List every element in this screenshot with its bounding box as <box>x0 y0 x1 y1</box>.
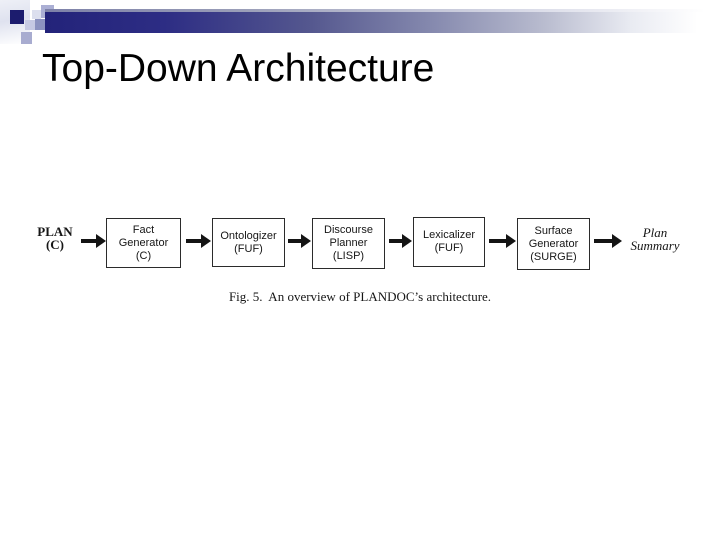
decor-square <box>35 19 46 30</box>
arrow-shaft <box>288 239 301 243</box>
diagram-input-label: PLAN (C) <box>30 225 80 251</box>
header-gradient-bar <box>45 12 711 33</box>
box-label-line: Surface <box>534 224 573 237</box>
arrow-right-icon <box>186 234 211 248</box>
decor-square <box>25 20 35 30</box>
diagram-box-surface-generator: Surface Generator (SURGE) <box>517 218 590 270</box>
diagram-box-lexicalizer: Lexicalizer (FUF) <box>413 217 485 267</box>
figure-caption: Fig. 5. An overview of PLANDOC’s archite… <box>228 289 492 304</box>
arrow-shaft <box>489 239 506 243</box>
arrow-head <box>506 234 516 248</box>
decor-square <box>32 10 41 19</box>
box-label-line: Ontologizer <box>220 229 277 242</box>
arrow-right-icon <box>489 234 516 248</box>
diagram-output-label: Plan Summary <box>622 226 688 252</box>
box-label-line: Lexicalizer <box>423 229 475 241</box>
box-label-line: (FUF) <box>234 242 263 255</box>
input-label-line: PLAN <box>37 224 73 239</box>
box-label-line: Discourse <box>324 224 373 236</box>
output-label-line: Summary <box>630 238 680 253</box>
diagram-box-discourse-planner: Discourse Planner (LISP) <box>312 218 385 269</box>
box-label-line: Fact <box>132 223 155 236</box>
arrow-right-icon <box>389 234 412 248</box>
box-label-line: Planner <box>329 237 368 249</box>
box-label-line: (FUF) <box>434 242 464 254</box>
arrow-shaft <box>81 239 96 243</box>
arrow-shaft <box>594 239 612 243</box>
diagram-box-fact-generator: Fact Generator (C) <box>106 218 181 268</box>
box-label-line: (C) <box>135 249 152 262</box>
output-label-line: Plan <box>642 225 668 240</box>
diagram-box-ontologizer: Ontologizer (FUF) <box>212 218 285 267</box>
box-label-line: Generator <box>528 237 579 250</box>
arrow-head <box>402 234 412 248</box>
box-label-line: (SURGE) <box>530 250 577 263</box>
slide-title: Top-Down Architecture <box>42 47 435 90</box>
arrow-shaft <box>389 239 402 243</box>
arrow-head <box>96 234 106 248</box>
box-label-line: (LISP) <box>332 250 365 262</box>
arrow-right-icon <box>594 234 622 248</box>
arrow-head <box>612 234 622 248</box>
arrow-right-icon <box>288 234 311 248</box>
arrow-head <box>201 234 211 248</box>
header-accent-line <box>45 9 705 12</box>
arrow-right-icon <box>81 234 106 248</box>
arrow-head <box>301 234 311 248</box>
decor-square-dark <box>10 10 24 24</box>
arrow-shaft <box>186 239 201 243</box>
decor-square <box>21 32 32 44</box>
box-label-line: Generator <box>118 236 169 249</box>
input-label-line: (C) <box>45 237 65 252</box>
